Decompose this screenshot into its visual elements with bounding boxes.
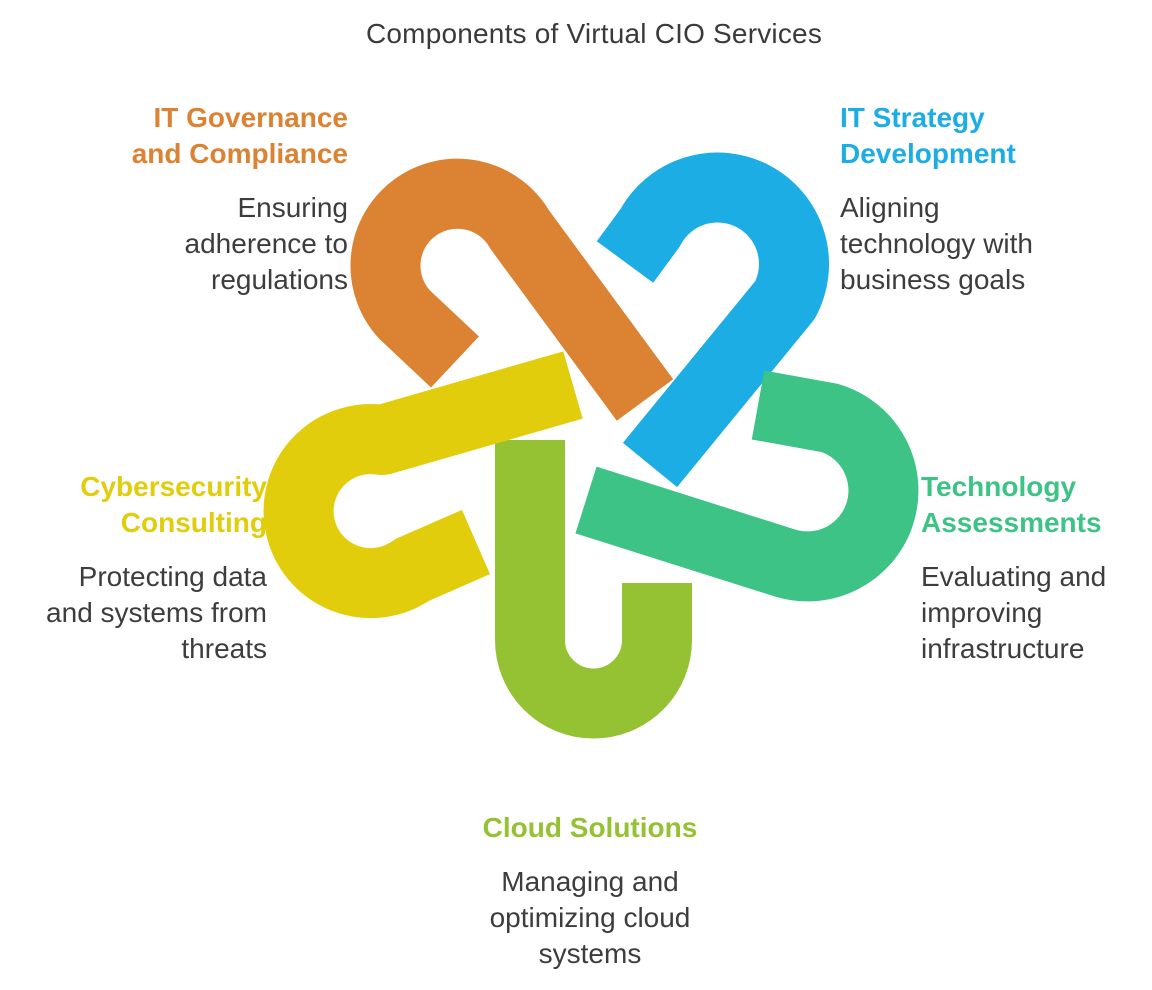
assessments-heading-line-2: Assessments [921, 507, 1102, 538]
cloud-loop [495, 440, 692, 739]
strategy-heading-line-2: Development [840, 138, 1016, 169]
cybersecurity-desc-line-2: and systems from [46, 597, 267, 628]
governance-loop [350, 158, 674, 421]
governance-heading-line-1: IT Governance [153, 102, 348, 133]
cybersecurity-heading: Cybersecurity Consulting [10, 469, 267, 541]
assessments-desc-line-1: Evaluating and [921, 561, 1107, 592]
cybersecurity-block: Cybersecurity Consulting Protecting data… [10, 469, 267, 667]
assessments-heading: Technology Assessments [921, 469, 1146, 541]
cybersecurity-loop [263, 351, 583, 619]
strategy-loop [596, 152, 829, 488]
governance-desc-line-2: adherence to [184, 228, 348, 259]
strategy-heading-line-1: IT Strategy [840, 102, 985, 133]
cloud-description: Managing and optimizing cloud systems [440, 864, 740, 972]
cloud-desc-line-2: optimizing cloud [489, 902, 691, 933]
cybersecurity-desc-line-1: Protecting data [78, 561, 267, 592]
governance-desc-line-1: Ensuring [237, 192, 348, 223]
cloud-desc-line-1: Managing and [501, 866, 679, 897]
governance-heading-line-2: and Compliance [131, 138, 348, 169]
assessments-loop [575, 370, 919, 602]
strategy-desc-line-1: Aligning [840, 192, 940, 223]
cybersecurity-description: Protecting data and systems from threats [10, 559, 267, 667]
cloud-heading-line-1: Cloud Solutions [482, 812, 698, 843]
strategy-description: Aligning technology with business goals [840, 190, 1130, 298]
governance-heading: IT Governance and Compliance [80, 100, 348, 172]
cybersecurity-desc-line-3: threats [181, 633, 267, 664]
strategy-desc-line-2: technology with [840, 228, 1034, 259]
assessments-desc-line-3: infrastructure [921, 633, 1085, 664]
assessments-block: Technology Assessments Evaluating and im… [921, 469, 1146, 667]
strategy-block: IT Strategy Development Aligning technol… [840, 100, 1130, 298]
diagram-title: Components of Virtual CIO Services [365, 18, 823, 49]
strategy-heading: IT Strategy Development [840, 100, 1130, 172]
cloud-heading: Cloud Solutions [440, 810, 740, 846]
cybersecurity-heading-line-1: Cybersecurity [80, 471, 267, 502]
assessments-desc-line-2: improving [921, 597, 1043, 628]
assessments-description: Evaluating and improving infrastructure [921, 559, 1146, 667]
governance-block: IT Governance and Compliance Ensuring ad… [80, 100, 348, 298]
cloud-desc-line-3: systems [538, 938, 642, 969]
governance-description: Ensuring adherence to regulations [80, 190, 348, 298]
cloud-block: Cloud Solutions Managing and optimizing … [440, 810, 740, 972]
governance-desc-line-3: regulations [211, 264, 348, 295]
strategy-desc-line-3: business goals [840, 264, 1026, 295]
assessments-heading-line-1: Technology [921, 471, 1077, 502]
cybersecurity-heading-line-2: Consulting [120, 507, 267, 538]
